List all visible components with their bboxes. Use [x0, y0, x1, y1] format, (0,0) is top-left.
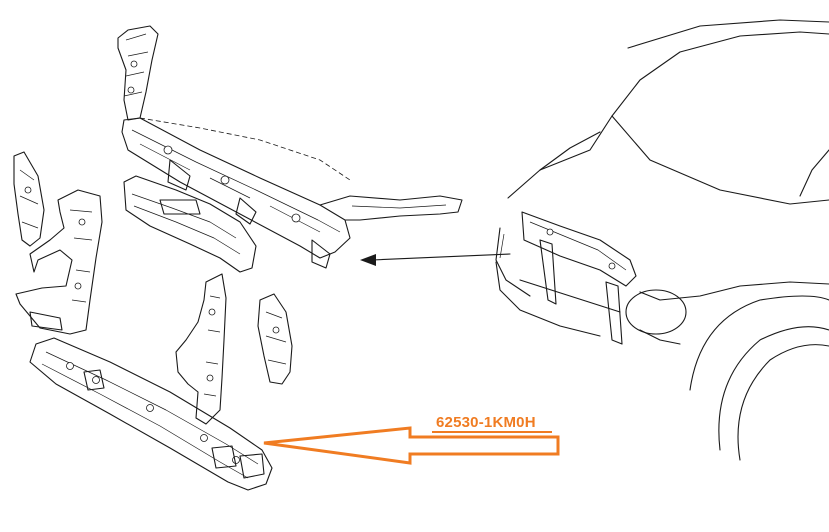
assembly-pointer-arrow [360, 253, 511, 266]
part-highlight-arrow [263, 426, 560, 465]
vehicle-front-outline [495, 19, 829, 461]
right-side-bracket [257, 293, 293, 385]
right-core-support [175, 273, 227, 425]
lower-core-support [29, 337, 273, 491]
left-core-support [15, 189, 103, 335]
part-number-label: 62530-1KM0H [436, 414, 536, 431]
upper-core-support [117, 25, 463, 269]
center-air-guide [123, 175, 257, 273]
left-side-bracket [13, 151, 45, 247]
